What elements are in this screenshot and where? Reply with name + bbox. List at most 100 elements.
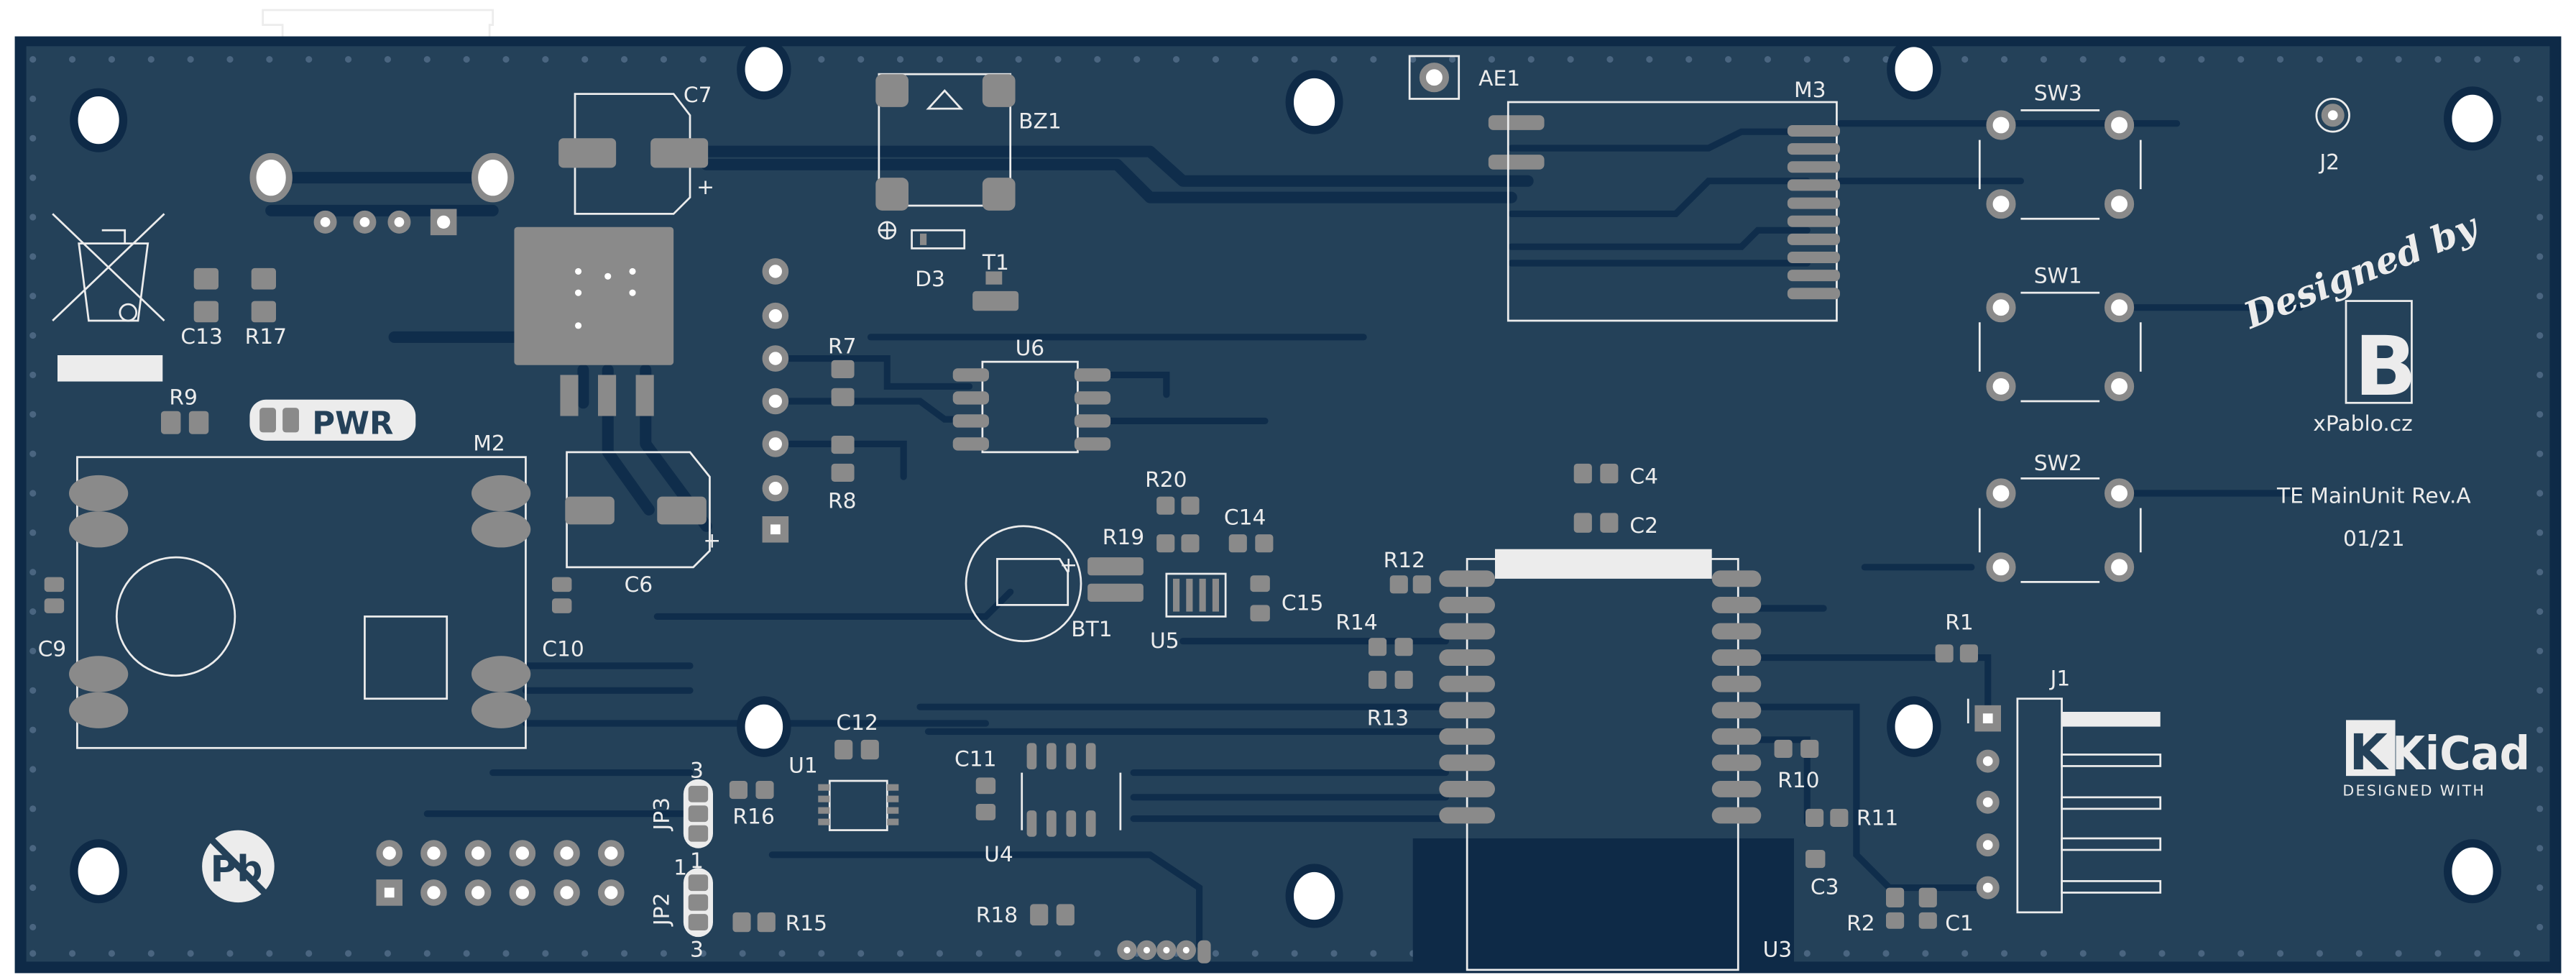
ref-c6: C6 bbox=[625, 572, 653, 598]
stitching-via bbox=[857, 56, 865, 63]
stitching-via bbox=[305, 56, 313, 63]
stitching-via bbox=[1173, 56, 1180, 63]
stitching-via bbox=[2355, 56, 2363, 63]
ref-r18: R18 bbox=[976, 903, 1018, 928]
stitching-via bbox=[69, 56, 76, 63]
stitching-via bbox=[2536, 134, 2544, 142]
stitching-via bbox=[1251, 56, 1259, 63]
ref-sw1: SW1 bbox=[2034, 263, 2082, 288]
stitching-via bbox=[1370, 56, 1377, 63]
ref-r19: R19 bbox=[1103, 525, 1144, 550]
board-date: 01/21 bbox=[2343, 526, 2405, 551]
stitching-via bbox=[581, 56, 589, 63]
stitching-via bbox=[660, 950, 667, 957]
jp3-pin-1: 1 bbox=[690, 848, 704, 874]
stitching-via bbox=[29, 845, 37, 852]
ic-u6 bbox=[952, 360, 1111, 454]
stitching-via bbox=[29, 411, 37, 418]
ref-c4: C4 bbox=[1629, 464, 1658, 489]
ref-u5: U5 bbox=[1150, 628, 1179, 654]
stitching-via bbox=[1133, 56, 1141, 63]
stitching-via bbox=[305, 950, 313, 957]
pwr-led-indicator: PWR bbox=[249, 399, 416, 442]
stitching-via bbox=[2474, 950, 2481, 957]
board-title: TE MainUnit Rev.A bbox=[2276, 484, 2471, 509]
stitching-via bbox=[2119, 56, 2126, 63]
stitching-via bbox=[1054, 950, 1062, 957]
stitching-via bbox=[266, 950, 273, 957]
stitching-via bbox=[778, 950, 786, 957]
stitching-via bbox=[2434, 950, 2442, 957]
ref-c11: C11 bbox=[954, 746, 997, 772]
stitching-via bbox=[1015, 56, 1022, 63]
stitching-via bbox=[29, 332, 37, 339]
ref-r12: R12 bbox=[1384, 548, 1425, 573]
stitching-via bbox=[1054, 56, 1062, 63]
stitching-via bbox=[29, 529, 37, 536]
stitching-via bbox=[2536, 174, 2544, 181]
ref-r13: R13 bbox=[1367, 705, 1409, 731]
stitching-via bbox=[29, 490, 37, 497]
stitching-via bbox=[2237, 56, 2245, 63]
jp2-pin-1: 1 bbox=[673, 855, 687, 880]
stitching-via bbox=[1094, 56, 1101, 63]
stitching-via bbox=[1409, 56, 1417, 63]
pwr-label: PWR bbox=[312, 406, 393, 442]
stitching-via bbox=[1843, 950, 1850, 957]
ref-ae1: AE1 bbox=[1478, 66, 1520, 91]
stitching-via bbox=[1567, 56, 1574, 63]
stitching-via bbox=[384, 950, 391, 957]
stitching-via bbox=[2474, 56, 2481, 63]
stitching-via bbox=[29, 95, 37, 102]
stitching-via bbox=[29, 214, 37, 221]
stitching-via bbox=[2536, 569, 2544, 576]
stitching-via bbox=[1882, 56, 1890, 63]
bottom-connector-pads bbox=[1117, 940, 1211, 963]
stitching-via bbox=[699, 56, 707, 63]
stitching-via bbox=[1449, 56, 1456, 63]
stitching-via bbox=[29, 293, 37, 300]
switch-sw1[interactable] bbox=[1978, 291, 2142, 403]
weee-recycle-bin-icon bbox=[52, 213, 165, 322]
ref-r15: R15 bbox=[786, 911, 827, 936]
ref-r9: R9 bbox=[169, 385, 198, 411]
switch-sw2[interactable] bbox=[1978, 477, 2142, 583]
connector-j1[interactable] bbox=[1966, 697, 2162, 914]
stitching-via bbox=[2536, 450, 2544, 457]
stitching-via bbox=[2395, 950, 2402, 957]
ref-r2: R2 bbox=[1846, 911, 1875, 936]
stitching-via bbox=[2513, 56, 2521, 63]
stitching-via bbox=[2316, 950, 2323, 957]
buzzer-bz1 bbox=[875, 73, 1016, 240]
stitching-via bbox=[2395, 56, 2402, 63]
ref-r8: R8 bbox=[828, 489, 857, 514]
stitching-via bbox=[2536, 923, 2544, 930]
stitching-via bbox=[1527, 56, 1535, 63]
author-logo-letter: B bbox=[2354, 319, 2416, 414]
stitching-via bbox=[2198, 950, 2205, 957]
traces bbox=[265, 120, 2304, 949]
stitching-via bbox=[2040, 56, 2047, 63]
stitching-via bbox=[423, 56, 431, 63]
stitching-via bbox=[2277, 950, 2284, 957]
jumper-jp2[interactable] bbox=[683, 868, 713, 938]
stitching-via bbox=[147, 950, 155, 957]
bt1-polarity-plus: + bbox=[1059, 553, 1077, 578]
ref-r17: R17 bbox=[245, 324, 287, 349]
ref-c14: C14 bbox=[1224, 505, 1266, 530]
stitching-via bbox=[29, 805, 37, 812]
stitching-via bbox=[936, 950, 943, 957]
stitching-via bbox=[463, 950, 470, 957]
switch-sw3[interactable] bbox=[1978, 109, 2142, 220]
ref-u6: U6 bbox=[1016, 336, 1045, 361]
ref-c1: C1 bbox=[1945, 911, 1974, 936]
jumper-jp3[interactable] bbox=[683, 779, 713, 848]
stitching-via bbox=[2079, 950, 2087, 957]
stitching-via bbox=[187, 950, 194, 957]
stitching-via bbox=[2079, 56, 2087, 63]
stitching-via bbox=[1922, 950, 1929, 957]
ref-jp2: JP2 bbox=[649, 893, 674, 928]
stitching-via bbox=[739, 950, 746, 957]
stitching-via bbox=[857, 950, 865, 957]
